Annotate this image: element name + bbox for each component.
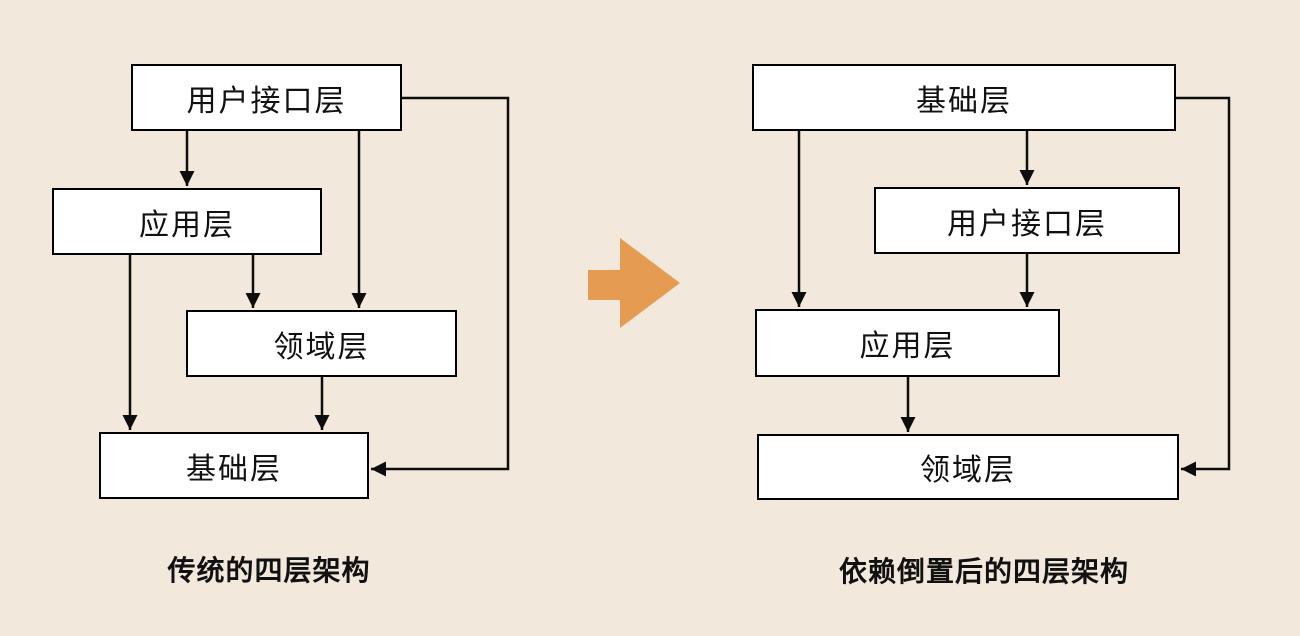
right-diagram-connectors	[791, 96, 1231, 477]
node-left-domain-layer: 领域层	[186, 310, 457, 377]
node-left-user-interface-layer: 用户接口层	[131, 64, 402, 131]
right-diagram-caption: 依赖倒置后的四层架构	[838, 556, 1130, 587]
node-left-infrastructure-layer: 基础层	[99, 432, 369, 499]
transform-right-arrow-icon	[588, 238, 680, 328]
node-right-domain-layer: 领域层	[757, 434, 1179, 500]
node-right-application-layer: 应用层	[755, 309, 1060, 377]
node-right-user-interface-layer: 用户接口层	[874, 187, 1180, 254]
left-diagram-caption: 传统的四层架构	[167, 555, 371, 586]
node-right-infrastructure-layer: 基础层	[752, 64, 1176, 131]
node-left-application-layer: 应用层	[52, 188, 322, 255]
left-diagram-connectors	[122, 96, 510, 477]
edge-ui-to-infrastructure-feedback-arrow	[371, 96, 510, 477]
edge-infrastructure-to-domain-feedback-arrow	[1176, 96, 1231, 477]
